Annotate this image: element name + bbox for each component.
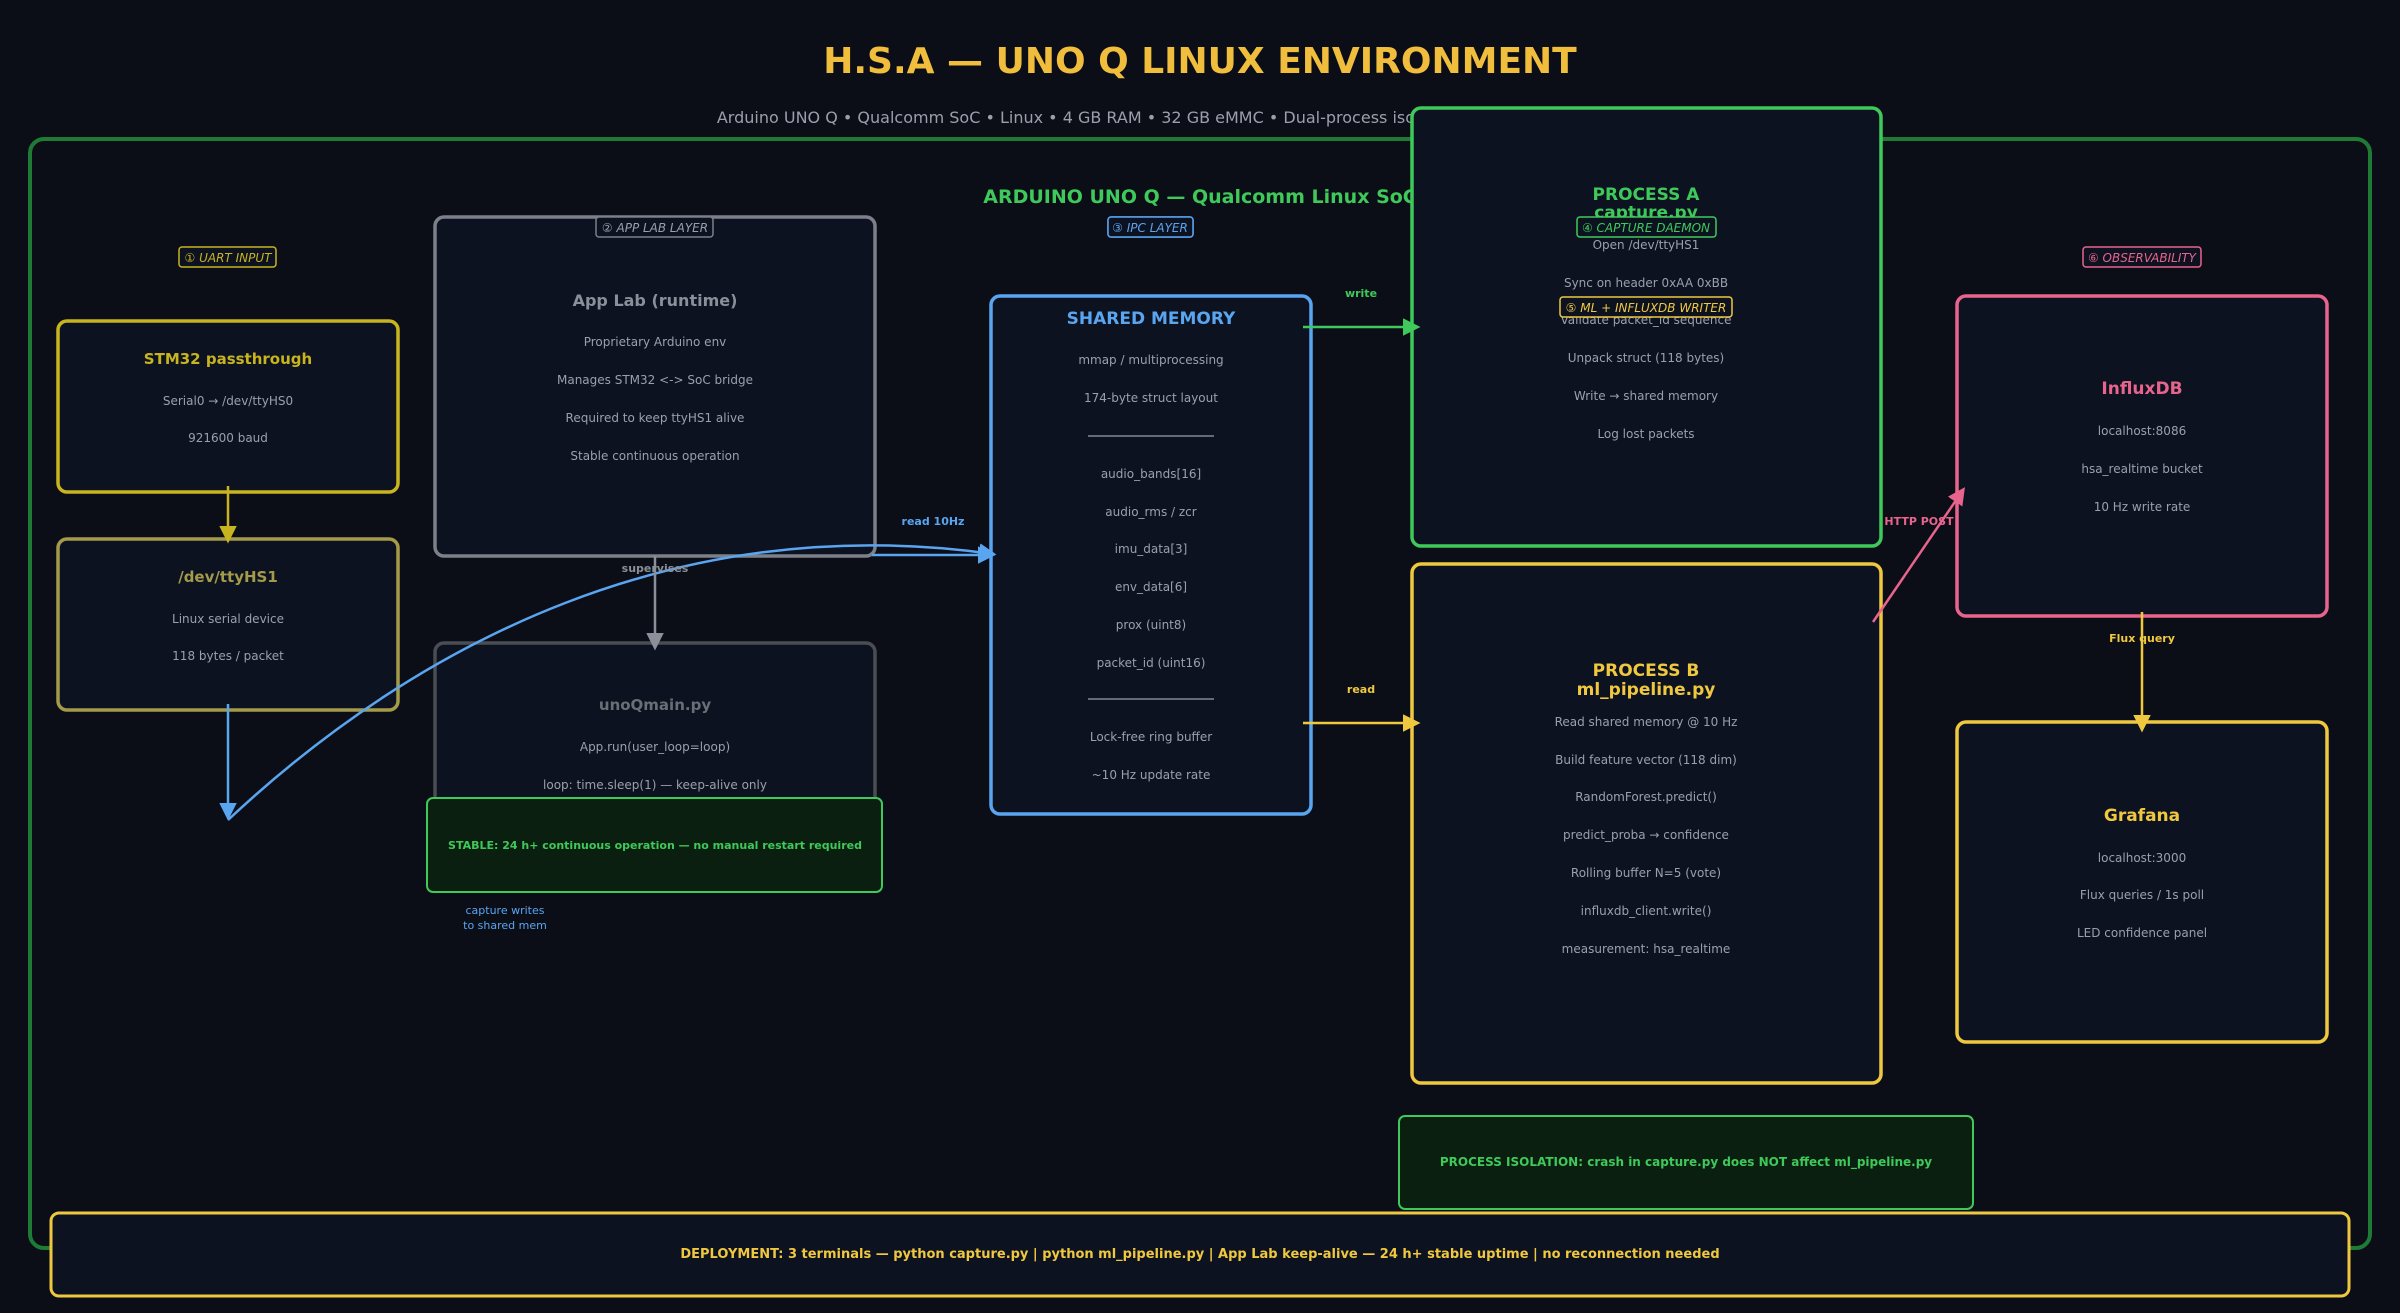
svg-text:③ IPC LAYER: ③ IPC LAYER <box>1112 221 1188 235</box>
label-supervises: supervises <box>622 562 689 575</box>
stm32-title: STM32 passthrough <box>144 350 312 368</box>
shm-field-5: prox (uint8) <box>1116 618 1186 632</box>
svg-text:⑤ ML + INFLUXDB WRITER: ⑤ ML + INFLUXDB WRITER <box>1566 301 1727 315</box>
proc-b-line-2: Build feature vector (118 dim) <box>1555 753 1737 767</box>
influxdb-box: InfluxDB localhost:8086 hsa_realtime buc… <box>1955 294 2329 618</box>
svg-text:DEPLOYMENT: 3 terminals — py: DEPLOYMENT: 3 terminals — python capture… <box>680 1247 1719 1262</box>
board-label: ARDUINO UNO Q — Qualcomm Linux SoC <box>983 186 1417 208</box>
stable-banner: STABLE: 24 h+ continuous operation — no … <box>426 797 883 893</box>
arrow-curve-to-shared-memory <box>227 543 997 821</box>
proc-a-line-4: Unpack struct (118 bytes) <box>1568 351 1724 365</box>
ttyhs1-title: /dev/ttyHS1 <box>178 568 278 586</box>
grafana-line-2: Flux queries / 1s poll <box>2080 888 2204 902</box>
proc-b-line-6: influxdb_client.write() <box>1581 904 1712 918</box>
tag-ipc-layer-front: ③ IPC LAYER <box>1107 216 1194 238</box>
label-http-post: HTTP POST <box>1884 515 1954 528</box>
applab-line-1: Proprietary Arduino env <box>584 335 727 349</box>
shm-line-4: ~10 Hz update rate <box>1092 768 1211 782</box>
unoq-title: unoQmain.py <box>599 696 711 714</box>
shm-field-1: audio_bands[16] <box>1101 467 1201 481</box>
proc-a-line-1: Open /dev/ttyHS1 <box>1593 238 1700 252</box>
proc-a-title: PROCESS A <box>1593 185 1701 205</box>
tag-uart-input: ① UART INPUT <box>178 246 277 268</box>
label-flux-query: Flux query <box>2109 632 2175 645</box>
label-read: read <box>1347 683 1375 696</box>
tag-capture-daemon: ④ CAPTURE DAEMON <box>1576 216 1717 238</box>
isolation-banner: PROCESS ISOLATION: crash in capture.py d… <box>1398 1115 1974 1210</box>
arrow-http-post <box>1871 487 1965 623</box>
proc-a-line-6: Log lost packets <box>1597 427 1694 441</box>
page-title: H.S.A — UNO Q LINUX ENVIRONMENT <box>823 41 1577 82</box>
svg-text:⑥ OBSERVABILITY: ⑥ OBSERVABILITY <box>2088 251 2198 265</box>
shm-line-2: 174-byte struct layout <box>1084 391 1218 405</box>
label-capture-writes-2: to shared mem <box>463 919 547 932</box>
stm32-line-1: Serial0 → /dev/ttyHS0 <box>163 394 293 408</box>
proc-a-line-2: Sync on header 0xAA 0xBB <box>1564 276 1728 290</box>
shm-line-1: mmap / multiprocessing <box>1078 353 1223 367</box>
proc-b-line-4: predict_proba → confidence <box>1563 828 1729 842</box>
tag-app-lab-layer-front: ② APP LAB LAYER <box>595 216 714 238</box>
grafana-line-3: LED confidence panel <box>2077 926 2207 940</box>
shm-line-3: Lock-free ring buffer <box>1090 730 1212 744</box>
stm32-line-2: 921600 baud <box>188 431 268 445</box>
shm-field-4: env_data[6] <box>1115 580 1187 594</box>
grafana-title: Grafana <box>2104 806 2180 826</box>
grafana-line-1: localhost:3000 <box>2098 851 2186 865</box>
applab-line-3: Required to keep ttyHS1 alive <box>566 411 745 425</box>
applab-line-2: Manages STM32 <-> SoC bridge <box>557 373 753 387</box>
shm-title: SHARED MEMORY <box>1067 309 1236 329</box>
unoq-line-1: App.run(user_loop=loop) <box>580 740 730 754</box>
proc-b-line-7: measurement: hsa_realtime <box>1562 942 1731 956</box>
svg-text:② APP LAB LAYER: ② APP LAB LAYER <box>602 221 708 235</box>
label-capture-writes-1: capture writes <box>466 904 545 917</box>
influx-line-1: localhost:8086 <box>2098 424 2186 438</box>
process-a-box: PROCESS A capture.py Open /dev/ttyHS1 Sy… <box>1410 106 1883 548</box>
influx-line-3: 10 Hz write rate <box>2094 500 2191 514</box>
proc-b-line-3: RandomForest.predict() <box>1575 790 1717 804</box>
proc-b-line-1: Read shared memory @ 10 Hz <box>1555 715 1738 729</box>
proc-a-line-5: Write → shared memory <box>1574 389 1718 403</box>
label-write: write <box>1345 287 1377 300</box>
tag-ml-influxdb-writer: ⑤ ML + INFLUXDB WRITER <box>1559 296 1733 318</box>
influx-line-2: hsa_realtime bucket <box>2081 462 2203 476</box>
applab-title: App Lab (runtime) <box>573 291 738 310</box>
deployment-banner: DEPLOYMENT: 3 terminals — python capture… <box>49 1211 2351 1298</box>
unoq-line-2: loop: time.sleep(1) — keep-alive only <box>543 778 767 792</box>
svg-text:PROCESS ISOLATION: crash in ca: PROCESS ISOLATION: crash in capture.py d… <box>1440 1155 1932 1170</box>
grafana-box: Grafana localhost:3000 Flux queries / 1s… <box>1955 720 2329 1044</box>
shm-field-3: imu_data[3] <box>1115 542 1188 556</box>
proc-b-subtitle: ml_pipeline.py <box>1577 680 1716 700</box>
influx-title: InfluxDB <box>2101 379 2182 399</box>
process-b-box: PROCESS B ml_pipeline.py Read shared mem… <box>1410 562 1883 1085</box>
ttyhs1-line-2: 118 bytes / packet <box>172 649 284 663</box>
shm-field-6: packet_id (uint16) <box>1097 656 1206 670</box>
stm32-passthrough-box: STM32 passthrough Serial0 → /dev/ttyHS0 … <box>56 319 400 494</box>
tag-observability: ⑥ OBSERVABILITY <box>2082 246 2202 268</box>
unoqmain-box: unoQmain.py App.run(user_loop=loop) loop… <box>433 641 877 828</box>
label-read-10hz: read 10Hz <box>902 515 965 528</box>
ttyhs1-box: /dev/ttyHS1 Linux serial device 118 byte… <box>56 537 400 712</box>
svg-text:STABLE: 24 h+ continuous opera: STABLE: 24 h+ continuous operation — no … <box>448 839 862 852</box>
svg-text:① UART INPUT: ① UART INPUT <box>185 251 274 265</box>
shared-memory-box: SHARED MEMORY mmap / multiprocessing 174… <box>989 294 1313 816</box>
svg-text:④ CAPTURE DAEMON: ④ CAPTURE DAEMON <box>1582 221 1710 235</box>
shm-field-2: audio_rms / zcr <box>1105 505 1196 519</box>
proc-b-title: PROCESS B <box>1593 661 1700 681</box>
ttyhs1-line-1: Linux serial device <box>172 612 284 626</box>
applab-line-4: Stable continuous operation <box>570 449 739 463</box>
proc-b-line-5: Rolling buffer N=5 (vote) <box>1571 866 1721 880</box>
app-lab-runtime-box: App Lab (runtime) Proprietary Arduino en… <box>433 215 877 558</box>
